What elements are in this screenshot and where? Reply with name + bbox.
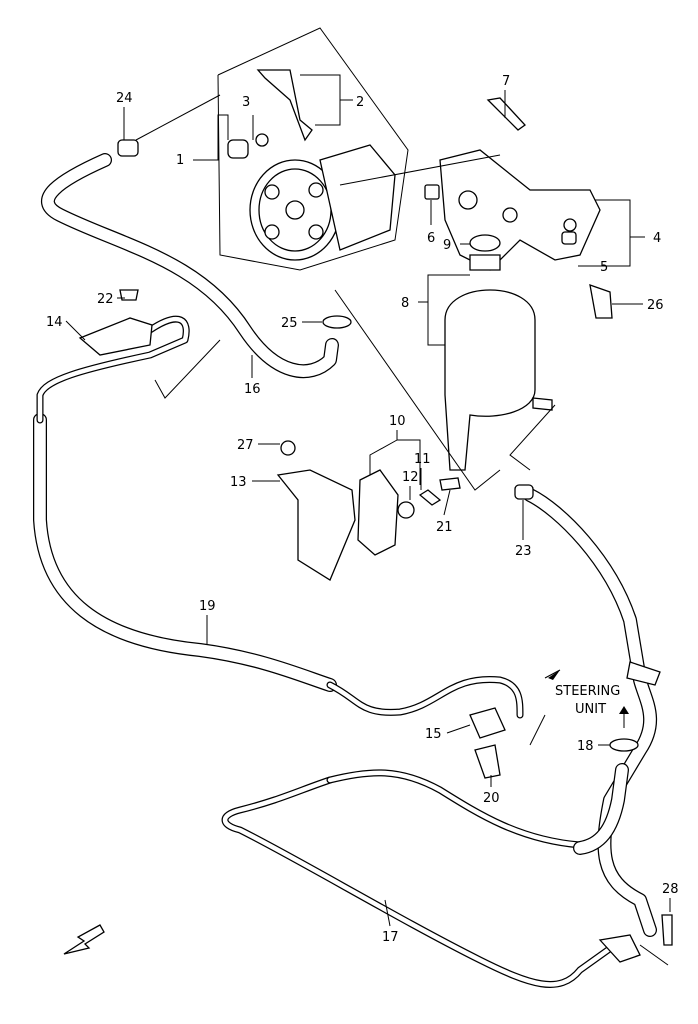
label-2: 2 [356,95,364,110]
label-11: 11 [414,452,431,467]
pump-assembly-outline [217,27,409,271]
label-13: 13 [230,475,247,490]
label-6: 6 [427,231,435,246]
label-12: 12 [402,470,419,485]
part-labels: 1 2 3 4 5 6 7 8 9 10 11 12 13 14 15 16 1… [46,74,679,945]
cooler-pipe-17 [221,769,619,988]
leader-lines [65,74,671,966]
label-21: 21 [436,520,453,535]
label-8: 8 [401,296,409,311]
label-16: 16 [244,382,261,397]
label-19: 19 [199,599,216,614]
label-5: 5 [600,260,608,275]
label-26: 26 [647,298,664,313]
label-7: 7 [502,74,510,89]
steering-unit-label-line1: STEERING [555,684,620,699]
label-9: 9 [443,238,451,253]
label-15: 15 [425,727,442,742]
pressure-pipe-19 [36,315,524,719]
label-4: 4 [653,231,661,246]
arrow-front-left-icon [63,924,105,955]
label-27: 27 [237,438,254,453]
bracket-13 [276,440,356,581]
steering-unit-label-line2: UNIT [575,702,606,717]
clamp-parts [78,139,673,963]
label-10: 10 [389,414,406,429]
power-steering-pump [227,69,396,261]
reservoir-tank [444,234,613,471]
bracket-10 [357,469,461,556]
label-22: 22 [97,292,114,307]
label-14: 14 [46,315,63,330]
label-25: 25 [281,316,298,331]
label-1: 1 [176,153,184,168]
label-17: 17 [382,930,399,945]
label-28: 28 [662,882,679,897]
suction-hose-16 [41,153,339,379]
label-3: 3 [242,95,250,110]
label-24: 24 [116,91,133,106]
label-20: 20 [483,791,500,806]
label-18: 18 [577,739,594,754]
label-23: 23 [515,544,532,559]
hose-18 [573,763,629,855]
reservoir-hose-23 [523,488,658,937]
return-hose-19 [33,413,337,692]
